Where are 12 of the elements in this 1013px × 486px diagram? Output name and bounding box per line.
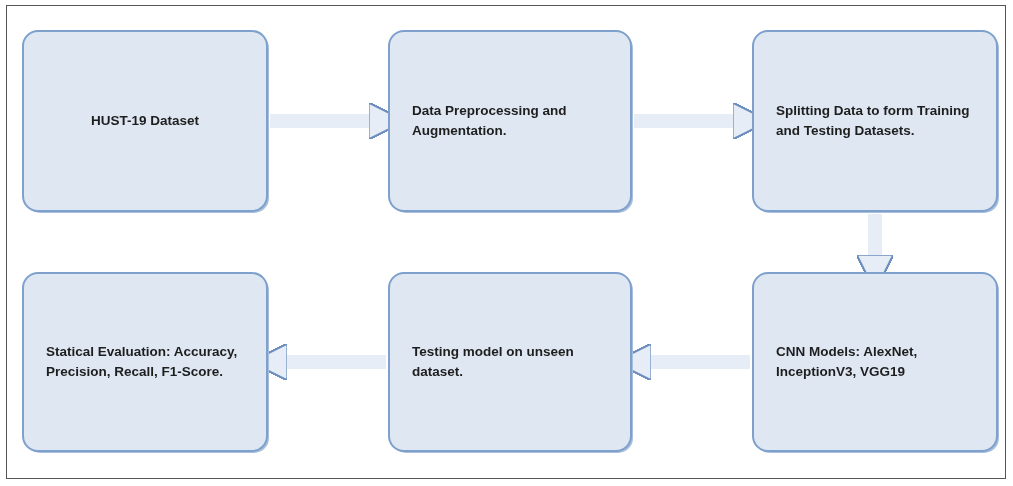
box-label: Splitting Data to form Training and Testing Datasets. (776, 102, 971, 140)
box-label: Data Preprocessing and Augmentation. (412, 102, 568, 140)
process-box (752, 30, 998, 212)
box-label: Statical Evaluation: Accuracy, Precision, Recall, F1-Score. (46, 343, 239, 381)
process-box (752, 272, 998, 452)
process-box (388, 30, 632, 212)
process-box (22, 272, 268, 452)
process-box (388, 272, 632, 452)
box-label: HUST-19 Dataset (90, 112, 199, 131)
box-label: Testing model on unseen dataset. (412, 343, 575, 381)
process-box (22, 30, 268, 212)
box-label: CNN Models: AlexNet, InceptionV3, VGG19 (776, 343, 919, 381)
